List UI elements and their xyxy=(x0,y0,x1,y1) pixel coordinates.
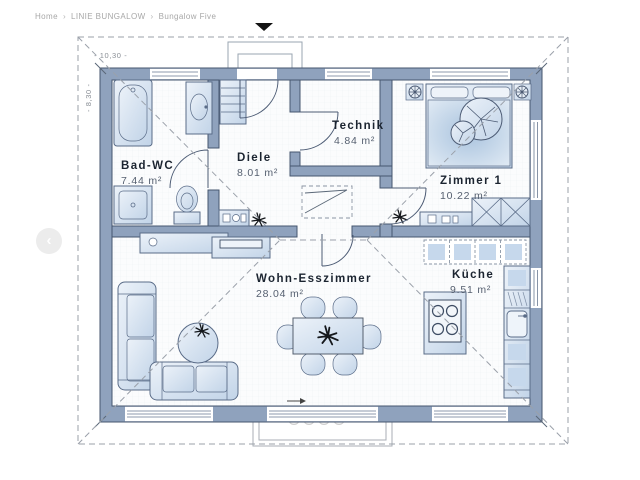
hall-cabinet-icon xyxy=(218,209,250,227)
kitchen-upper-cabinets-icon xyxy=(423,239,527,265)
wardrobe-icon xyxy=(471,197,531,227)
room-label-diele: Diele xyxy=(237,152,272,164)
room-area-kueche: 9.51 m² xyxy=(450,284,491,296)
entrance-canopy xyxy=(227,41,303,69)
sliding-door-arrow-icon xyxy=(287,398,306,404)
bathroom-sink-icon xyxy=(185,81,213,135)
room-label-zimmer-1: Zimmer 1 xyxy=(440,175,502,187)
toilet-icon xyxy=(173,185,201,225)
bedroom-plant-icon xyxy=(450,97,503,146)
room-area-diele: 8.01 m² xyxy=(237,167,278,179)
coat-rack-icon xyxy=(219,79,247,125)
breadcrumb-home[interactable]: Home xyxy=(35,12,58,21)
door-arcs xyxy=(169,79,427,267)
room-label-technik: Technik xyxy=(332,120,384,132)
breadcrumb-linie-bungalow[interactable]: LINIE BUNGALOW xyxy=(71,12,146,21)
room-labels: Bad-WC 7.44 m² Diele 8.01 m² Technik 4.8… xyxy=(121,120,502,300)
corner-ticks xyxy=(94,62,548,428)
room-area-bad-wc: 7.44 m² xyxy=(121,175,162,187)
dimension-height-label: - 8,30 - xyxy=(84,83,93,112)
kitchen-sink-icon xyxy=(506,310,528,338)
terrace xyxy=(252,421,393,447)
room-area-technik: 4.84 m² xyxy=(334,135,375,147)
dining-chairs-icon xyxy=(276,296,382,376)
room-label-kueche: Küche xyxy=(452,269,494,281)
attic-ladder-icon xyxy=(301,185,353,219)
sofa-left-icon xyxy=(117,281,157,391)
breadcrumb-separator: › xyxy=(62,12,67,21)
room-area-zimmer-1: 10.22 m² xyxy=(440,190,488,202)
shower-icon xyxy=(113,185,153,225)
bathtub-icon xyxy=(113,79,153,147)
breadcrumb-separator: › xyxy=(150,12,154,21)
nightstand-left-icon xyxy=(405,83,424,101)
windows xyxy=(125,68,542,422)
room-label-bad-wc: Bad-WC xyxy=(121,160,174,172)
sofa-bottom-icon xyxy=(149,361,239,401)
dimension-width-label: - 10,30 - xyxy=(94,51,127,60)
room-area-wohn-esszimmer: 28.04 m² xyxy=(256,288,304,300)
breadcrumb: Home › LINIE BUNGALOW › Bungalow Five xyxy=(35,12,216,21)
breadcrumb-current-page: Bungalow Five xyxy=(158,12,217,21)
down-triangle-icon xyxy=(255,23,273,31)
nightstand-right-icon xyxy=(513,83,532,101)
roof-outline xyxy=(77,36,569,445)
carousel-prev-button[interactable]: ‹ xyxy=(36,228,62,254)
room-label-wohn-esszimmer: Wohn-Esszimmer xyxy=(256,273,372,285)
stove-island-icon xyxy=(423,291,467,355)
desk-icon xyxy=(419,211,473,227)
sideboard-icon xyxy=(139,232,271,259)
